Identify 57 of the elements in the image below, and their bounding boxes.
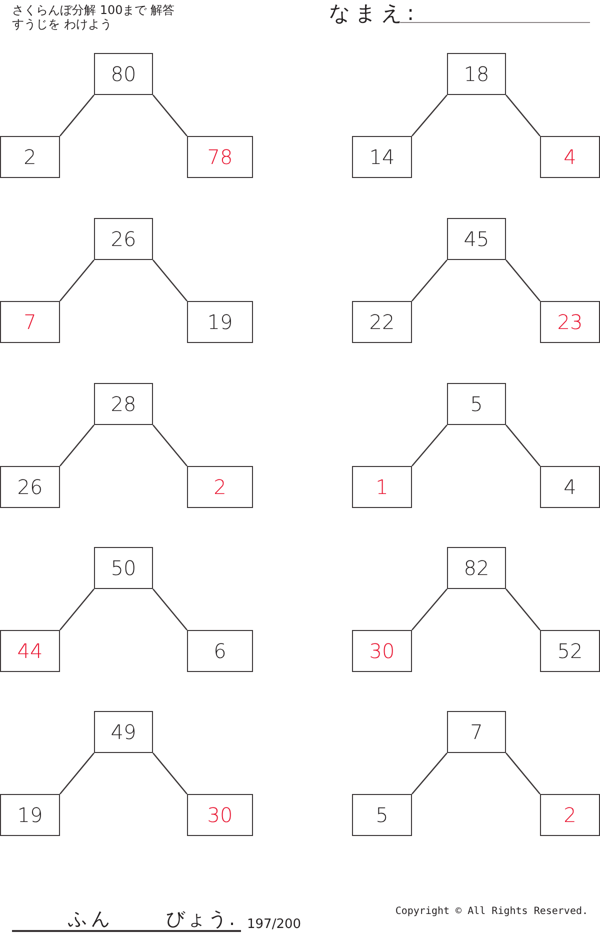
connector-line	[412, 752, 448, 794]
number-box: 1	[352, 466, 412, 508]
number-box: 78	[187, 136, 253, 178]
number-box: 7	[447, 711, 506, 753]
connector-line	[506, 94, 540, 136]
number-box: 4	[540, 466, 600, 508]
connector-line	[506, 588, 540, 630]
number-box: 80	[94, 53, 153, 95]
connector-line	[60, 424, 94, 466]
connector-line	[60, 260, 94, 302]
number-box: 14	[352, 136, 412, 178]
number-box: 26	[0, 466, 60, 508]
connector-line	[152, 260, 188, 302]
number-box: 2	[187, 466, 253, 508]
instruction-text: すうじを わけよう	[12, 18, 112, 30]
number-box: 52	[540, 630, 600, 672]
seconds-label: びょう.	[166, 910, 238, 929]
number-box: 23	[540, 301, 600, 343]
copyright-text: Copyright © All Rights Reserved.	[395, 907, 588, 917]
number-box: 6	[187, 630, 253, 672]
number-box: 22	[352, 301, 412, 343]
number-box: 50	[94, 547, 153, 589]
worksheet-title: さくらんぼ分解 100まで 解答	[12, 4, 175, 16]
connector-line	[506, 260, 540, 302]
connector-line	[152, 588, 188, 630]
number-box: 18	[447, 53, 506, 95]
connector-line	[60, 752, 94, 794]
number-box: 45	[447, 218, 506, 260]
connector-line	[152, 94, 188, 136]
connector-line	[412, 94, 448, 136]
connector-line	[152, 424, 188, 466]
connector-line	[412, 424, 448, 466]
number-box: 30	[352, 630, 412, 672]
page-number: 197/200	[247, 918, 302, 931]
connector-line	[506, 424, 540, 466]
number-box: 82	[447, 547, 506, 589]
connector-line	[412, 260, 448, 302]
number-box: 30	[187, 794, 253, 836]
number-box: 49	[94, 711, 153, 753]
number-box: 19	[187, 301, 253, 343]
number-box: 28	[94, 383, 153, 425]
number-box: 26	[94, 218, 153, 260]
connector-line	[60, 94, 94, 136]
connector-line	[412, 588, 448, 630]
number-box: 19	[0, 794, 60, 836]
number-box: 2	[0, 136, 60, 178]
number-box: 7	[0, 301, 60, 343]
number-box: 4	[540, 136, 600, 178]
connector-line	[152, 752, 188, 794]
number-box: 5	[352, 794, 412, 836]
minutes-label: ふん	[68, 910, 114, 929]
number-box: 5	[447, 383, 506, 425]
name-label: なまえ:	[329, 3, 418, 24]
connector-line	[506, 752, 540, 794]
connector-line	[60, 588, 94, 630]
number-box: 2	[540, 794, 600, 836]
number-box: 44	[0, 630, 60, 672]
